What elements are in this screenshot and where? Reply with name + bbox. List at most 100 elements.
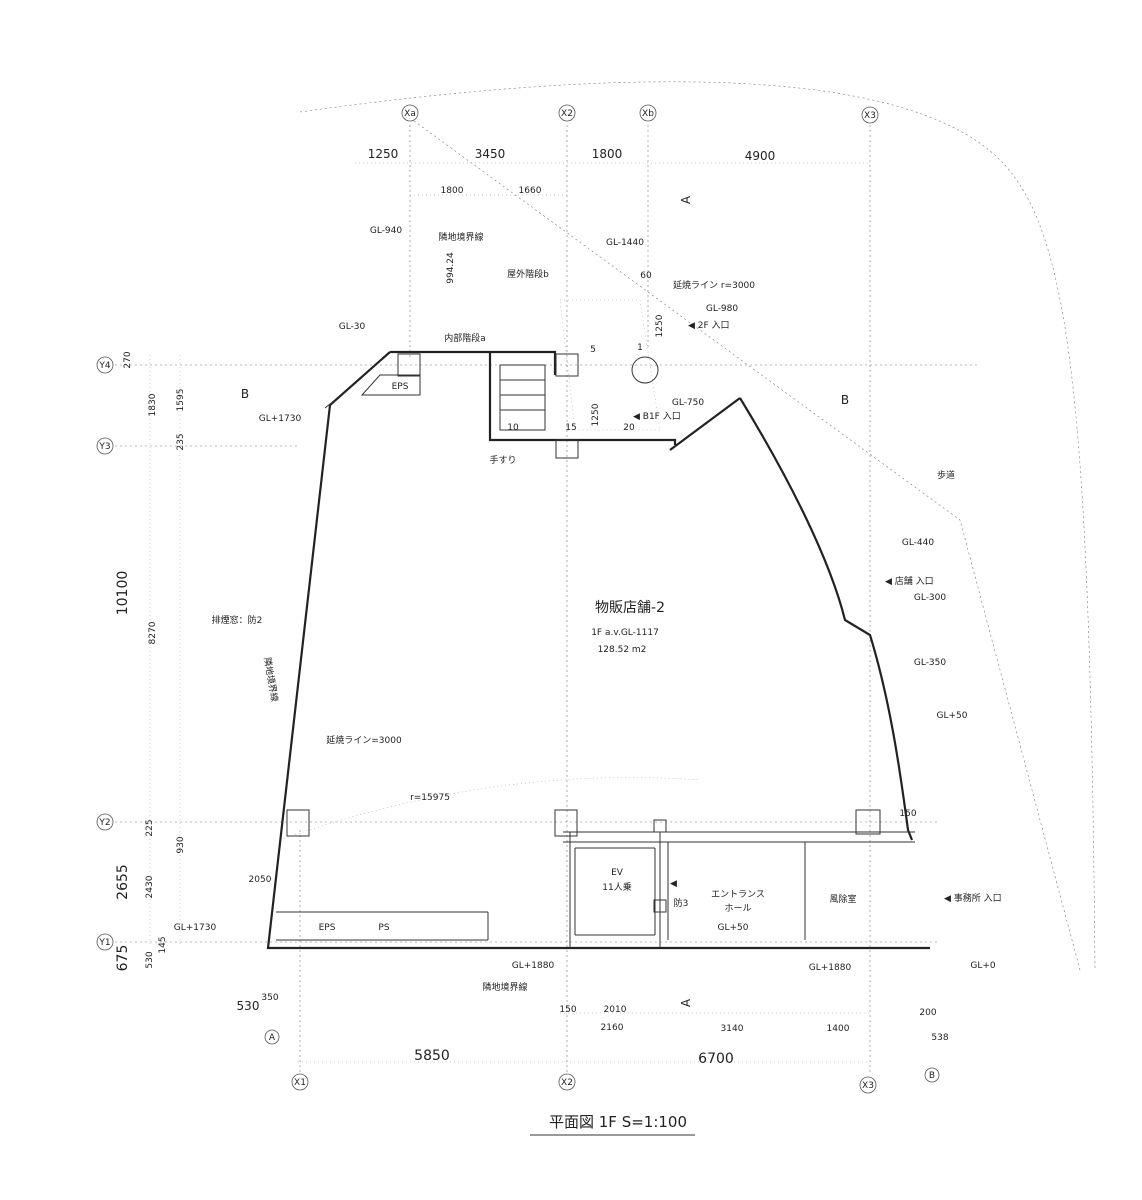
dim-label: 10 [507,423,519,433]
dim-label: 930 [176,836,186,853]
entrance-hall-label2: ホール [724,903,751,914]
outer-stair-label: 屋外階段b [507,268,549,280]
dim-label: 1 [637,343,643,353]
dim-label: 20 [623,423,635,433]
ev-label: EV [611,868,624,878]
dim-label: 2050 [249,875,272,885]
dim-label: 150 [559,1005,576,1015]
dim-label: 5 [590,345,596,355]
site-boundary-curve [299,81,1096,971]
level-label: GL-1440 [606,238,644,248]
dim-label: 6700 [698,1051,734,1067]
dim-label: 5850 [414,1048,450,1064]
dim-label: 530 [145,951,155,968]
setback-main-label: 延焼ライン=3000 [326,734,402,746]
level-label: GL+50 [718,923,749,933]
handrail-label: 手すり [489,454,516,466]
entrance-ev-arrow: ◀ [670,879,677,889]
grid-label: X2 [561,1078,573,1088]
level-label: GL+1730 [174,923,217,933]
dim-label: 8270 [148,621,158,644]
level-label: GL+1730 [259,414,302,424]
floor-level: 1F a.v.GL-1117 [591,628,659,638]
level-label: GL-750 [672,398,705,408]
grid-label: Xb [642,109,654,119]
dim-label: 1660 [519,186,542,196]
dim-label: 2430 [145,875,155,898]
ev-capacity: 11人乗 [602,881,631,893]
grid-label: Y1 [98,938,110,948]
grid-label: X2 [561,109,573,119]
dim-label: 145 [158,936,168,953]
dim-label: 530 [237,999,260,1013]
dim-label: 150 [899,809,916,819]
fire-door-label: 防3 [674,897,689,909]
smoke-window-label: 排煙窓：防2 [212,614,263,626]
level-label: GL-350 [914,658,947,668]
level-label: GL-440 [902,538,935,548]
radius-label: r=15975 [410,793,450,803]
dim-label: 2160 [601,1023,624,1033]
grid-label: X1 [294,1078,306,1088]
dim-label: 350 [261,993,278,1003]
dim-label: 1250 [655,314,665,337]
grid-label: Y4 [98,361,110,371]
grid-label: X3 [862,1081,874,1091]
dim-label: 1400 [827,1024,850,1034]
sidewalk-label: 歩道 [937,469,955,481]
level-label: GL-980 [706,304,739,314]
inner-stair [499,364,546,431]
dim-label: 200 [919,1008,936,1018]
dim-label: 10100 [115,571,131,616]
dim-label: 538 [931,1033,948,1043]
boundary-left-label: 隣地境界線 [261,656,281,702]
ps-label: PS [378,923,389,933]
level-label: GL-30 [339,322,366,332]
level-label: GL+0 [970,961,996,971]
dim-label: 3140 [721,1024,744,1034]
section-mark: B [841,393,849,407]
entrance-shop: ◀ 店舗 入口 [885,575,934,587]
floor-area: 128.52 m2 [598,645,647,655]
level-label: GL-300 [914,593,947,603]
site-boundary-line [409,117,1081,971]
section-mark: A [679,998,693,1007]
dim-label: 4900 [745,149,776,163]
dim-label: 1250 [368,147,399,161]
dim-label: 225 [145,819,155,836]
drawing-title: 平面図 1F S=1:100 [549,1113,687,1131]
section-mark: B [241,387,249,401]
grid-label: X3 [864,111,876,121]
dim-label: 15 [565,423,576,433]
dim-label: 2010 [604,1005,627,1015]
dim-label: 1595 [176,389,186,412]
level-label: GL-940 [370,226,403,236]
dim-label: 270 [123,351,133,368]
windbreak-label: 風除室 [829,893,856,905]
dim-label: 60 [640,271,652,281]
section-mark: A [679,195,693,204]
entrance-hall-label: エントランス [711,889,765,900]
dim-label: 994.24 [446,252,456,284]
entrance-2f: ◀ 2F 入口 [688,320,730,331]
setback-line-radius [279,777,701,841]
outer-stair [559,299,661,431]
dim-label: 2655 [115,864,131,900]
grid-label: Y3 [98,442,110,452]
grid-label: A [269,1033,276,1043]
grid-label: B [929,1071,935,1081]
grid-label: Xa [404,109,416,119]
level-label: GL+1880 [809,963,852,973]
dim-label: 1800 [441,186,464,196]
boundary-bottom-label: 隣地境界線 [482,981,527,993]
dim-label: 675 [115,945,131,972]
dim-label: 235 [176,433,186,450]
boundary-top-label: 隣地境界線 [438,231,483,243]
setback-top-label: 延焼ライン r=3000 [673,279,755,291]
level-label: GL+50 [937,711,968,721]
level-label: GL+1880 [512,961,555,971]
dim-label: 3450 [475,147,506,161]
shop-walls [266,350,930,950]
dim-label: 1830 [148,393,158,416]
